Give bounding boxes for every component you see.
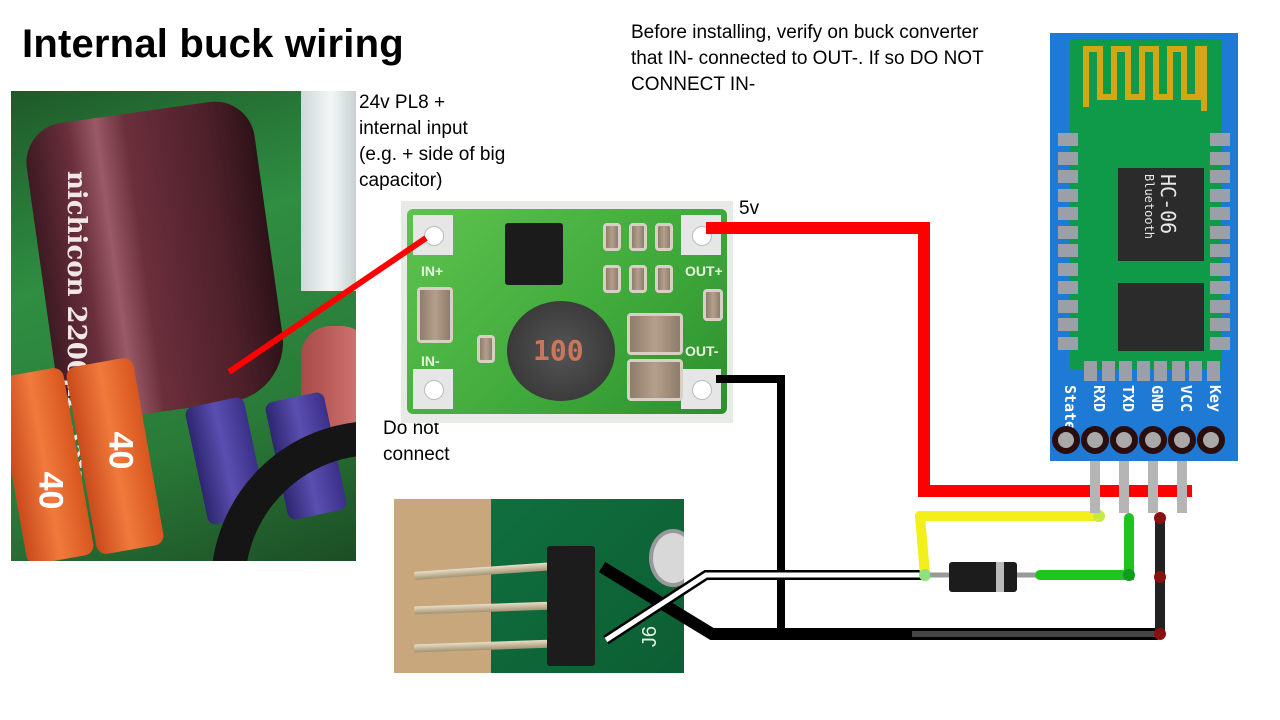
silk-out-minus: OUT-	[685, 343, 719, 359]
side-pad	[1058, 151, 1078, 165]
side-pad	[1210, 318, 1230, 331]
smd-capacitor	[627, 313, 683, 355]
silk-out-plus: OUT+	[685, 263, 723, 279]
bottom-pad	[1189, 361, 1202, 381]
pin-ring	[1052, 426, 1080, 454]
silk-in-minus: IN-	[421, 353, 440, 369]
internal-pcb-photo: nichicon 2200µF 35v 40 40	[11, 91, 356, 561]
silk-in-plus: IN+	[421, 263, 444, 279]
diode-band	[996, 562, 1004, 592]
j6-header-photo: J6	[394, 499, 684, 673]
smd-component	[477, 335, 495, 363]
side-pad	[1058, 244, 1078, 257]
side-pad	[1210, 207, 1230, 220]
side-pad	[1058, 133, 1078, 146]
gnd-marker	[1154, 512, 1166, 524]
mounting-hole	[649, 529, 684, 587]
antenna-trace	[1083, 46, 1207, 111]
side-pad	[1058, 225, 1078, 239]
smd-resistor	[603, 265, 621, 293]
smd-resistor	[603, 223, 621, 251]
inductor-marking: 100	[533, 334, 584, 367]
smd-component	[703, 289, 723, 321]
bottom-pad	[1136, 361, 1150, 381]
side-pad	[1210, 336, 1230, 350]
ic-chip	[505, 223, 563, 285]
side-pad	[1210, 225, 1230, 239]
side-pad	[1058, 336, 1078, 350]
bottom-pad	[1101, 361, 1115, 381]
diode-anode-joint	[919, 569, 931, 581]
smd-resistor	[655, 265, 673, 293]
smd-resistor	[629, 265, 647, 293]
side-pad	[1210, 281, 1230, 294]
page-title: Internal buck wiring	[22, 22, 404, 66]
side-pad	[1210, 244, 1230, 257]
bottom-pad	[1119, 361, 1132, 381]
buck-board: IN+ IN- OUT+ OUT- 100	[407, 209, 727, 414]
bottom-pad	[1171, 361, 1185, 381]
rx-wire	[1035, 513, 1134, 580]
out-minus-wire	[716, 375, 785, 636]
output-5v-label: 5v	[739, 198, 760, 219]
side-pad	[1058, 262, 1078, 276]
input-label: 24v PL8 + internal input (e.g. + side of…	[359, 92, 506, 191]
in-plus-pad	[413, 215, 453, 255]
smd-capacitor	[627, 359, 683, 401]
bottom-pad	[1206, 361, 1220, 381]
warning-note: Before installing, verify on buck conver…	[631, 22, 984, 95]
smd-capacitor	[417, 287, 453, 343]
side-pad	[1210, 188, 1230, 202]
side-pad	[1058, 299, 1078, 313]
pin-ring	[1110, 426, 1138, 454]
gnd-marker	[1154, 628, 1166, 640]
rx-wire-joint	[1123, 569, 1135, 581]
side-pad	[1210, 262, 1230, 276]
side-pad	[1210, 299, 1230, 313]
inductor	[507, 301, 615, 401]
tx-wire-vertical	[915, 511, 930, 580]
do-not-connect-label: Do not connect	[383, 418, 450, 465]
gnd-marker	[1154, 571, 1166, 583]
pin-leg-txd	[1119, 461, 1129, 513]
side-pad	[1210, 151, 1230, 165]
tx-wire-end	[1093, 510, 1105, 522]
pin-leg-vcc	[1177, 461, 1187, 513]
side-pad	[1058, 281, 1078, 294]
signal-wire	[604, 572, 922, 643]
pin-ring	[1139, 426, 1167, 454]
pin-leg-gnd	[1148, 461, 1158, 513]
pin-ring	[1168, 426, 1196, 454]
bluetooth-chip: HC-06 Bluetooth	[1118, 168, 1204, 261]
smd-resistor	[629, 223, 647, 251]
side-pad	[1058, 318, 1078, 331]
diode-icon	[949, 562, 1017, 592]
pin-ring	[1197, 426, 1225, 454]
side-pad	[1210, 170, 1230, 183]
memory-chip	[1118, 283, 1204, 351]
smd-resistor	[655, 223, 673, 251]
power-5v-wire	[706, 222, 1192, 497]
side-pad	[1058, 170, 1078, 183]
pin-leg-rxd	[1090, 461, 1100, 513]
side-pad	[1058, 207, 1078, 220]
tape	[301, 91, 356, 291]
pin-header	[547, 546, 595, 666]
pin-ring	[1081, 426, 1109, 454]
bottom-pad	[1154, 361, 1167, 381]
bottom-pad	[1084, 361, 1097, 381]
side-pad	[1210, 133, 1230, 146]
buck-converter-photo: IN+ IN- OUT+ OUT- 100	[401, 201, 733, 423]
side-pad	[1058, 188, 1078, 202]
out-minus-pad	[681, 369, 721, 409]
input-wire	[227, 235, 428, 375]
in-minus-pad	[413, 369, 453, 409]
